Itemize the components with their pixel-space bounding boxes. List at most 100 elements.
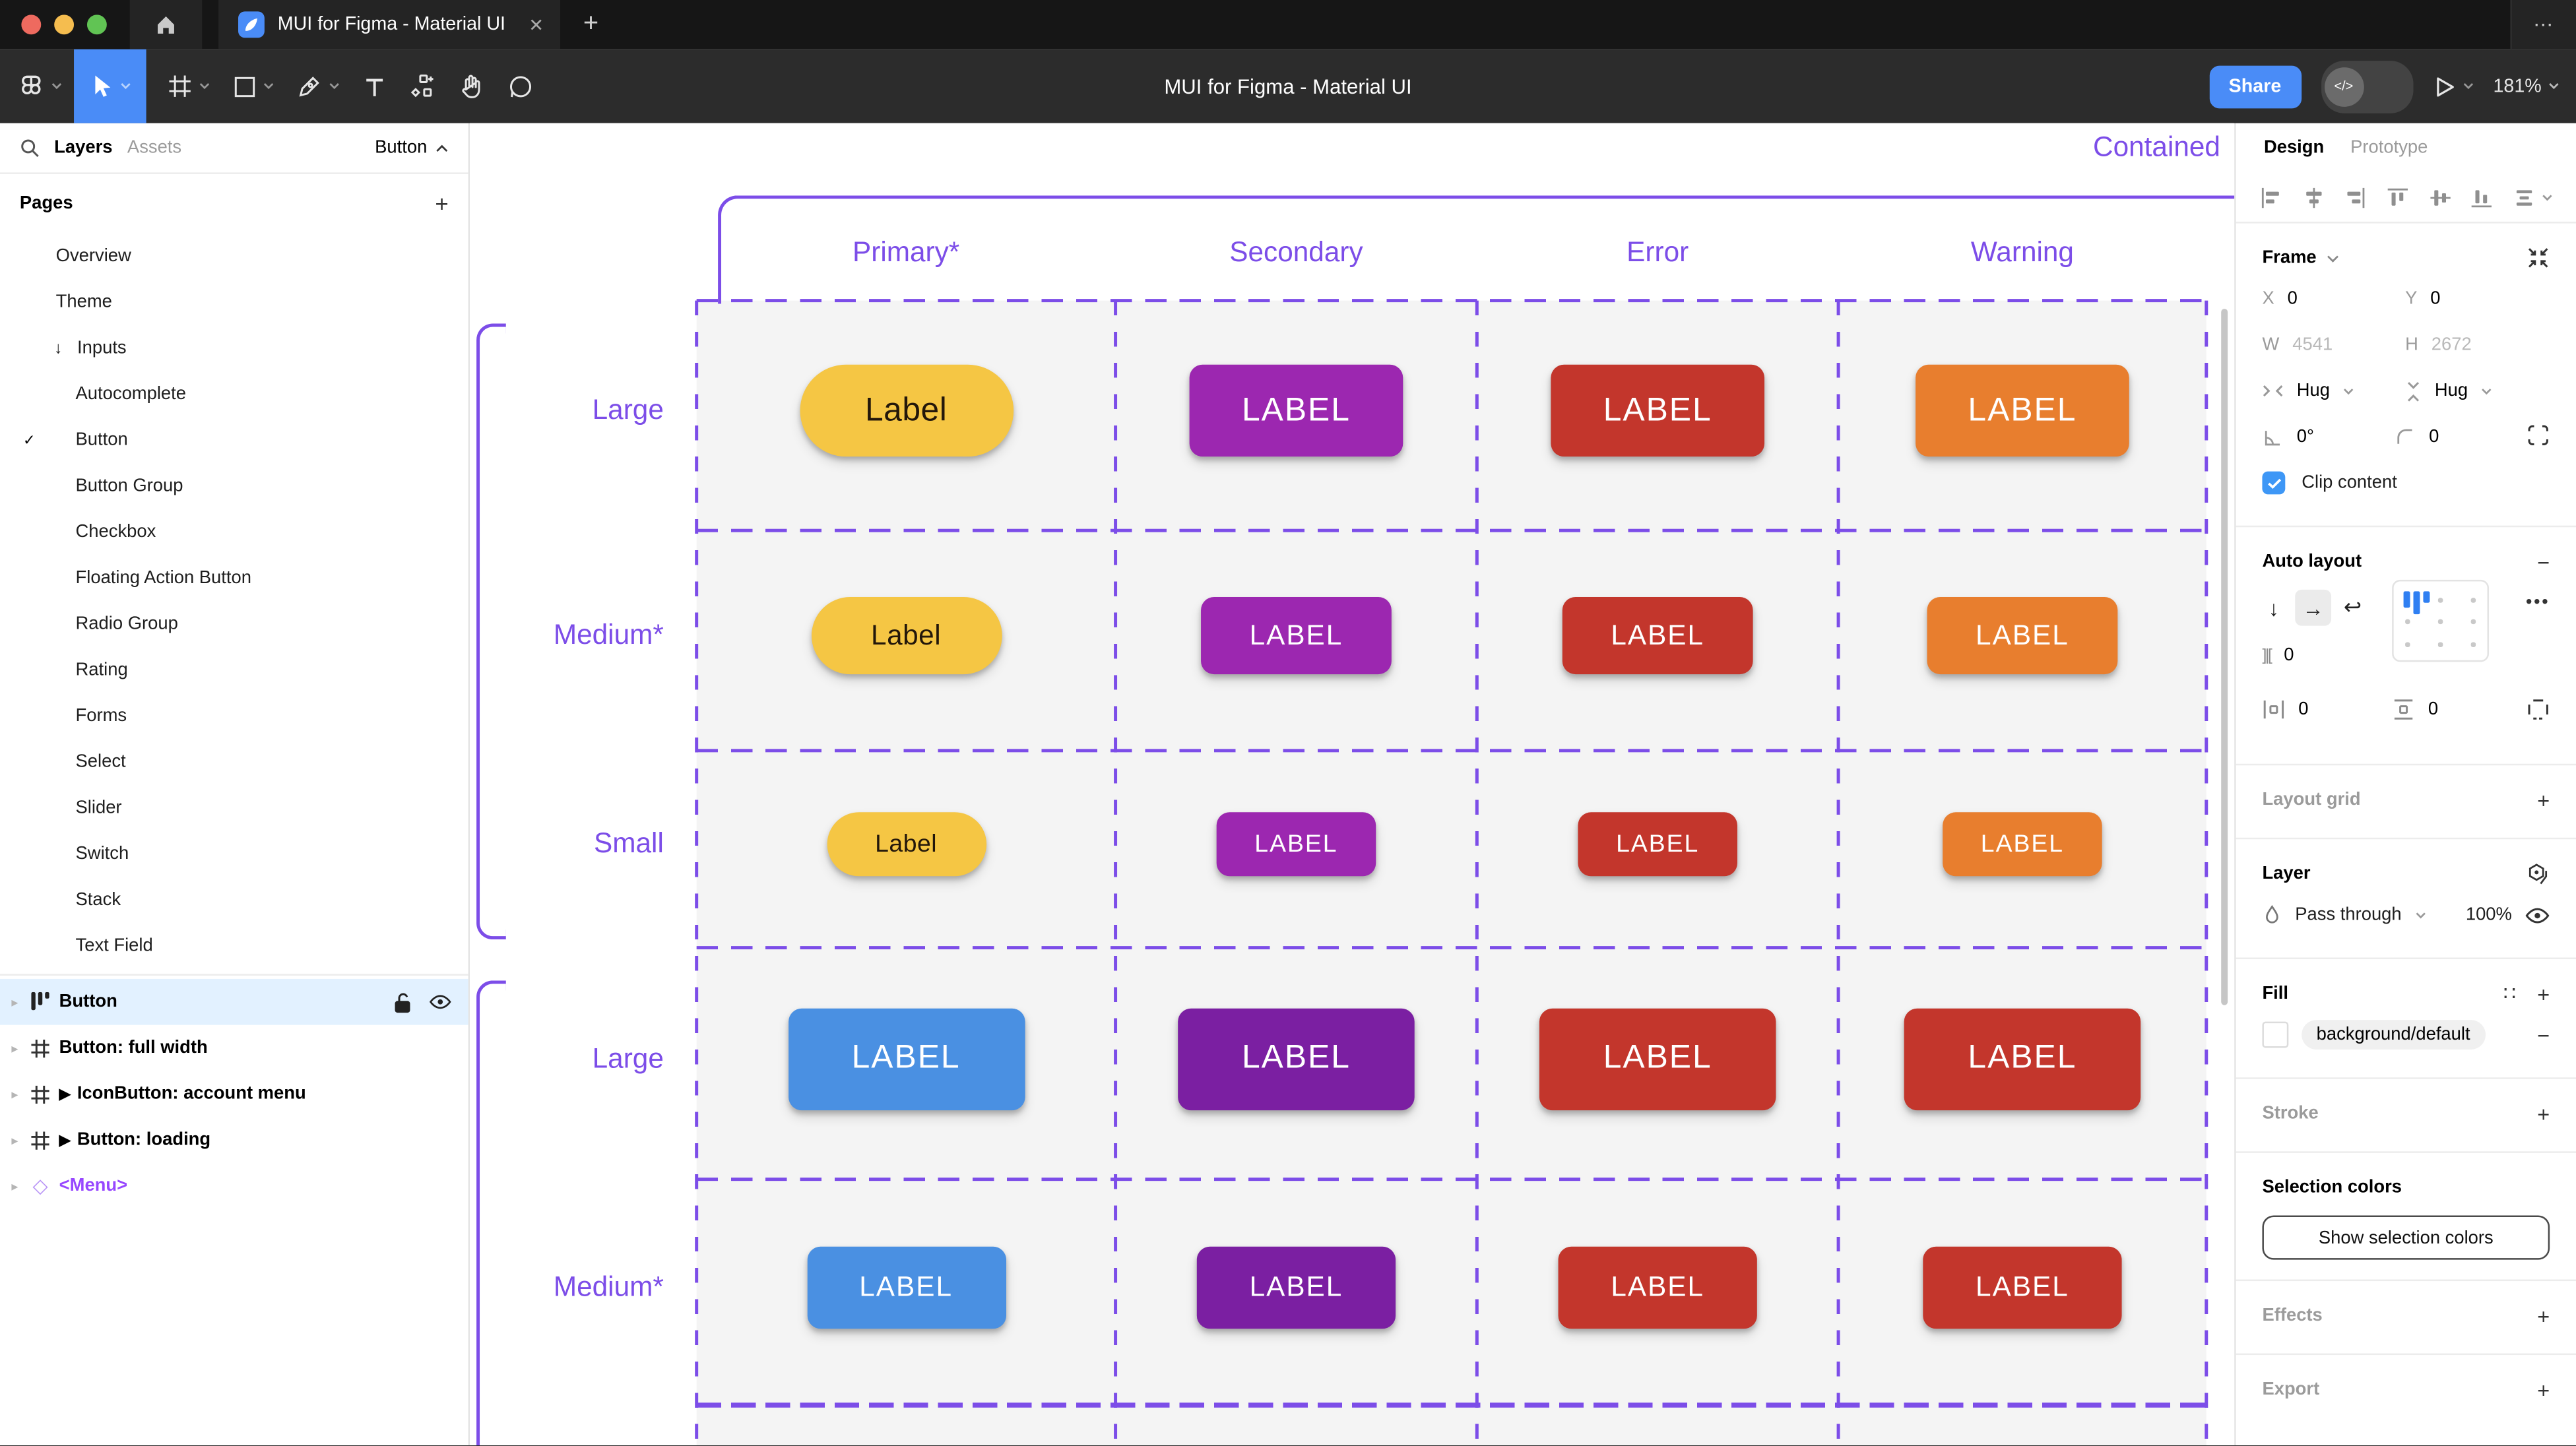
zoom-menu[interactable]: 181% [2493, 77, 2560, 96]
canvas-button[interactable]: LABEL [1539, 1007, 1776, 1110]
sidebar-page-item[interactable]: Autocomplete [0, 371, 468, 418]
vertical-sizing-select[interactable]: Hug [2405, 380, 2548, 401]
gap-input[interactable]: 0 [2284, 645, 2294, 666]
sidebar-page-item[interactable]: ↓Inputs [0, 325, 468, 371]
alignment-box[interactable] [2392, 579, 2490, 662]
move-tool-button[interactable] [74, 49, 146, 123]
present-button[interactable] [2432, 49, 2473, 123]
sidebar-page-item[interactable]: Checkbox [0, 509, 468, 555]
maximize-window-button[interactable] [86, 15, 107, 35]
align-bottom-icon[interactable] [2470, 185, 2494, 209]
fill-style-chip[interactable]: background/default [2302, 1020, 2486, 1050]
align-right-icon[interactable] [2343, 185, 2367, 209]
expand-caret-icon[interactable]: ▸ [11, 1178, 18, 1193]
canvas-button[interactable]: Label [810, 597, 1002, 675]
layer-row[interactable]: ▸▶Button: loading [0, 1117, 468, 1163]
sidebar-page-item[interactable]: ✓Button [0, 417, 468, 463]
shape-tool-button[interactable] [222, 49, 286, 123]
expand-caret-icon[interactable]: ▸ [11, 994, 18, 1009]
auto-layout-vertical-button[interactable]: ↓ [2268, 595, 2279, 620]
canvas-button[interactable]: LABEL [1201, 597, 1392, 675]
align-vertical-center-icon[interactable] [2428, 185, 2452, 209]
file-tab[interactable]: MUI for Figma - Material UI ✕ [218, 0, 561, 49]
layer-row[interactable]: ▸◇<Menu> [0, 1163, 468, 1209]
frame-title[interactable]: Contained [2093, 131, 2221, 163]
canvas-button[interactable]: LABEL [1189, 364, 1403, 457]
current-page-indicator[interactable]: Button [375, 138, 449, 158]
fill-styles-icon[interactable]: ∷ [2503, 982, 2518, 1005]
sidebar-page-item[interactable]: Button Group [0, 463, 468, 509]
horizontal-padding-input[interactable]: 0 [2298, 699, 2309, 720]
distribute-menu[interactable] [2512, 185, 2553, 209]
canvas-button[interactable]: LABEL [1562, 597, 1753, 675]
horizontal-sizing-select[interactable]: Hug [2262, 381, 2405, 401]
layer-row[interactable]: ▸▶IconButton: account menu [0, 1071, 468, 1117]
sidebar-page-item[interactable]: Radio Group [0, 601, 468, 647]
canvas-button[interactable]: LABEL [1923, 1245, 2122, 1329]
new-tab-button[interactable]: + [583, 9, 599, 38]
sidebar-page-item[interactable]: Rating [0, 647, 468, 693]
frame-tool-button[interactable] [156, 49, 222, 123]
canvas-button[interactable]: LABEL [1558, 1245, 1757, 1329]
expand-caret-icon[interactable]: ▸ [11, 1132, 18, 1148]
visibility-icon[interactable] [2525, 906, 2550, 924]
styles-icon[interactable] [2525, 862, 2550, 886]
sidebar-page-item[interactable]: Floating Action Button [0, 555, 468, 602]
layer-row[interactable]: ▸Button [0, 978, 468, 1025]
add-layout-grid-button[interactable]: + [2537, 787, 2550, 813]
align-left-icon[interactable] [2259, 185, 2283, 209]
vertical-padding-input[interactable]: 0 [2428, 699, 2439, 720]
rotation-input[interactable]: 0° [2296, 427, 2314, 447]
comment-tool-button[interactable] [496, 49, 546, 123]
sidebar-page-item[interactable]: Theme [0, 279, 468, 325]
canvas-button[interactable]: LABEL [787, 1007, 1025, 1110]
visible-icon[interactable] [429, 993, 452, 1010]
add-effect-button[interactable]: + [2537, 1303, 2550, 1329]
add-stroke-button[interactable]: + [2537, 1101, 2550, 1126]
lock-icon[interactable] [395, 991, 412, 1013]
tab-layers[interactable]: Layers [54, 138, 113, 158]
main-menu-button[interactable] [7, 49, 74, 123]
canvas-button[interactable]: LABEL [806, 1245, 1006, 1329]
fill-color-swatch[interactable] [2262, 1021, 2289, 1048]
canvas-button[interactable]: LABEL [1943, 812, 2102, 877]
canvas-button[interactable]: LABEL [1216, 812, 1376, 877]
close-window-button[interactable] [21, 15, 42, 35]
sidebar-page-item[interactable]: Slider [0, 785, 468, 831]
tab-assets[interactable]: Assets [127, 138, 182, 158]
expand-caret-icon[interactable]: ▸ [11, 1040, 18, 1055]
canvas-button[interactable]: Label [826, 812, 986, 877]
frame-section-title[interactable]: Frame [2262, 247, 2317, 268]
sidebar-page-item[interactable]: Switch [0, 831, 468, 877]
canvas-button[interactable]: LABEL [1916, 364, 2129, 457]
height-input[interactable]: 2672 [2431, 334, 2472, 355]
auto-layout-more-button[interactable]: ••• [2525, 592, 2550, 613]
show-selection-colors-button[interactable]: Show selection colors [2262, 1215, 2550, 1260]
expand-caret-icon[interactable]: ▸ [11, 1086, 18, 1102]
pen-tool-button[interactable] [286, 49, 352, 123]
x-input[interactable]: 0 [2287, 289, 2298, 309]
tab-design[interactable]: Design [2263, 138, 2325, 158]
text-tool-button[interactable] [352, 49, 398, 123]
tab-prototype[interactable]: Prototype [2350, 138, 2428, 158]
clip-content-checkbox[interactable] [2262, 471, 2286, 495]
add-page-button[interactable]: + [435, 190, 449, 217]
canvas-button[interactable]: LABEL [1178, 1007, 1415, 1110]
canvas-button[interactable]: Label [799, 364, 1013, 457]
corner-radius-input[interactable]: 0 [2429, 427, 2439, 447]
sidebar-page-item[interactable]: Select [0, 739, 468, 785]
add-export-button[interactable]: + [2537, 1377, 2550, 1402]
auto-layout-wrap-button[interactable]: ↩ [2343, 594, 2362, 619]
collapse-icon[interactable] [2527, 246, 2550, 269]
home-button[interactable] [129, 0, 203, 49]
canvas-button[interactable]: LABEL [1927, 597, 2118, 675]
opacity-input[interactable]: 100% [2465, 904, 2512, 925]
layer-row[interactable]: ▸Button: full width [0, 1025, 468, 1071]
canvas-button[interactable]: LABEL [1904, 1007, 2141, 1110]
titlebar-more-button[interactable]: ⋯ [2510, 0, 2576, 49]
width-input[interactable]: 4541 [2292, 334, 2333, 355]
align-top-icon[interactable] [2385, 185, 2410, 209]
align-horizontal-center-icon[interactable] [2301, 185, 2325, 209]
dev-mode-toggle[interactable]: </> [2321, 59, 2413, 113]
